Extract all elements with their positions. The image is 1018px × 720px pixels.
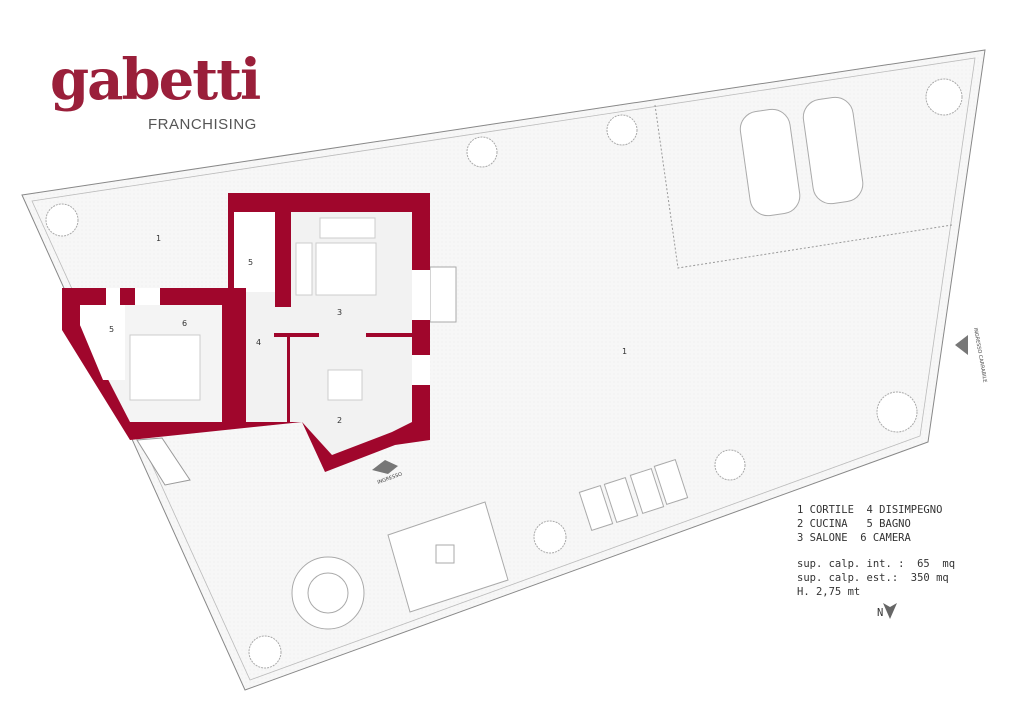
logo-wordmark: gabetti <box>50 47 261 113</box>
room-number-cucina: 2 <box>337 416 342 425</box>
bagno-room-left <box>80 305 125 380</box>
carriage-entrance-arrow-icon <box>955 335 968 355</box>
room-number-salone: 3 <box>337 308 342 317</box>
legend-height: H. 2,75 mt <box>797 586 861 598</box>
outdoor-table-icon <box>291 556 365 630</box>
outdoor-sofa-icon <box>387 501 509 613</box>
tree-icon <box>45 78 963 669</box>
entrance-arrow-icon <box>372 460 398 474</box>
window <box>412 270 430 320</box>
room-number-bagno: 5 <box>248 258 253 267</box>
room-number-cortile: 1 <box>156 234 161 243</box>
car-icon <box>739 96 864 217</box>
legend-area-internal: sup. calp. int. : 65 mq <box>797 558 956 570</box>
sun-lounger-icon <box>578 458 689 532</box>
room-number-bagno: 5 <box>109 325 114 334</box>
parking-area <box>654 104 953 269</box>
sofa <box>319 217 376 239</box>
bed <box>129 334 201 401</box>
room-number-camera: 6 <box>182 319 187 328</box>
room-number-disimpegno: 4 <box>256 338 261 347</box>
armchair <box>295 242 313 296</box>
north-indicator: N <box>877 603 898 619</box>
stairs <box>136 437 191 486</box>
north-arrow-icon <box>883 603 898 619</box>
logo-subtitle: FRANCHISING <box>148 116 257 133</box>
room-number-cortile: 1 <box>622 347 627 356</box>
bagno-room <box>234 212 276 292</box>
legend-area-external: sup. calp. est.: 350 mq <box>797 572 949 584</box>
window <box>412 355 430 385</box>
gabetti-logo: gabetti FRANCHISING <box>50 47 261 136</box>
dining-table <box>327 369 363 401</box>
legend: 1 CORTILE 4 DISIMPEGNO 2 CUCINA 5 BAGNO … <box>797 503 967 623</box>
furniture <box>129 217 377 401</box>
lot-boundary-inner <box>31 57 976 681</box>
legend-rooms-row: 3 SALONE 6 CAMERA <box>797 532 911 544</box>
carriage-entrance-label: INGRESSO CARRABILE <box>972 327 988 383</box>
legend-rooms-row: 1 CORTILE 4 DISIMPEGNO <box>797 504 943 516</box>
coffee-table <box>315 242 377 296</box>
steps <box>429 266 457 323</box>
legend-rooms-row: 2 CUCINA 5 BAGNO <box>797 518 911 530</box>
north-label: N <box>877 607 884 619</box>
interior-walls <box>222 212 412 422</box>
